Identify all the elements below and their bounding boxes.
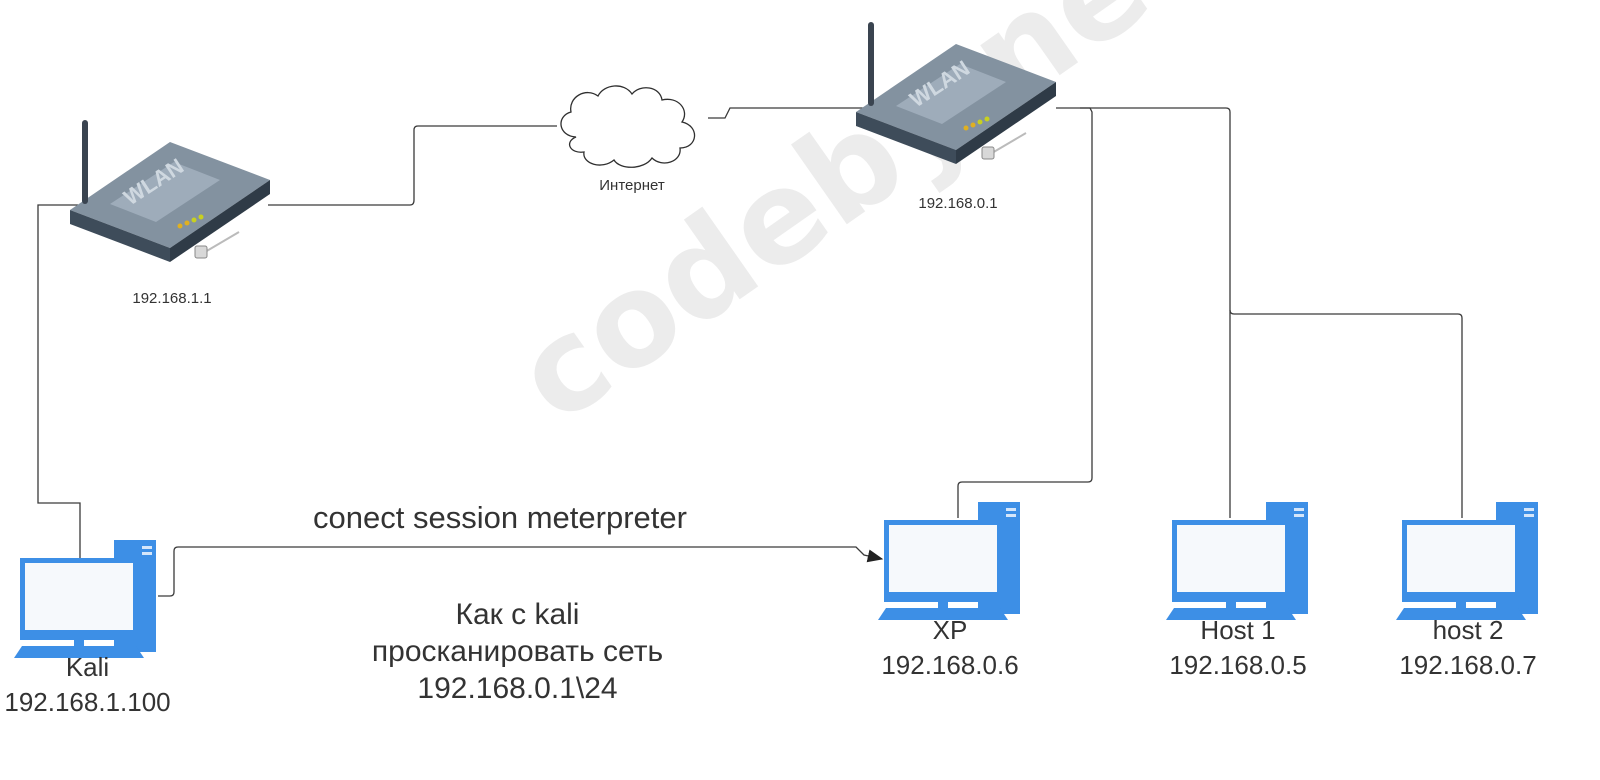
link-router-right-xp [957, 107, 1093, 518]
link-router-left-internet [268, 125, 557, 206]
link-kali-router-left [37, 204, 81, 560]
host-label-host2: host 2 192.168.0.7 [1388, 613, 1548, 683]
host-ip: 192.168.0.7 [1399, 650, 1537, 680]
link-host2 [1229, 309, 1463, 518]
scan-question-line: Как с kali [455, 598, 580, 631]
host-name: XP [932, 615, 968, 645]
cloud-icon [560, 85, 696, 168]
host-name: Kali [65, 652, 110, 682]
connection-lines [37, 107, 1463, 597]
scan-question-line: просканировать сеть [371, 635, 664, 668]
cloud-label: Интернет [599, 177, 665, 194]
computer-icon [1396, 502, 1538, 620]
scan-question: Как с kali просканировать сеть 192.168.0… [330, 596, 705, 707]
scan-question-line: 192.168.0.1\24 [417, 672, 618, 705]
host-ip: 192.168.0.6 [881, 650, 1019, 680]
host-ip: 192.168.0.5 [1169, 650, 1307, 680]
router-icon [70, 120, 270, 262]
link-internet-router-right [708, 107, 866, 119]
computer-icon [1166, 502, 1308, 620]
router-icon [856, 22, 1056, 164]
computer-icon [878, 502, 1020, 620]
session-arrow [158, 546, 884, 597]
router-right-ip: 192.168.0.1 [918, 195, 998, 212]
host-label-host1: Host 1 192.168.0.5 [1158, 613, 1318, 683]
host-label-xp: XP 192.168.0.6 [870, 613, 1030, 683]
link-router-right-host1 [1080, 107, 1231, 518]
computer-icon [14, 540, 156, 658]
router-left-ip: 192.168.1.1 [132, 290, 212, 307]
host-name: host 2 [1432, 615, 1504, 645]
host-name: Host 1 [1200, 615, 1276, 645]
host-label-kali: Kali 192.168.1.100 [0, 650, 175, 720]
host-ip: 192.168.1.100 [4, 687, 171, 717]
session-label: conect session meterpreter [313, 500, 687, 535]
